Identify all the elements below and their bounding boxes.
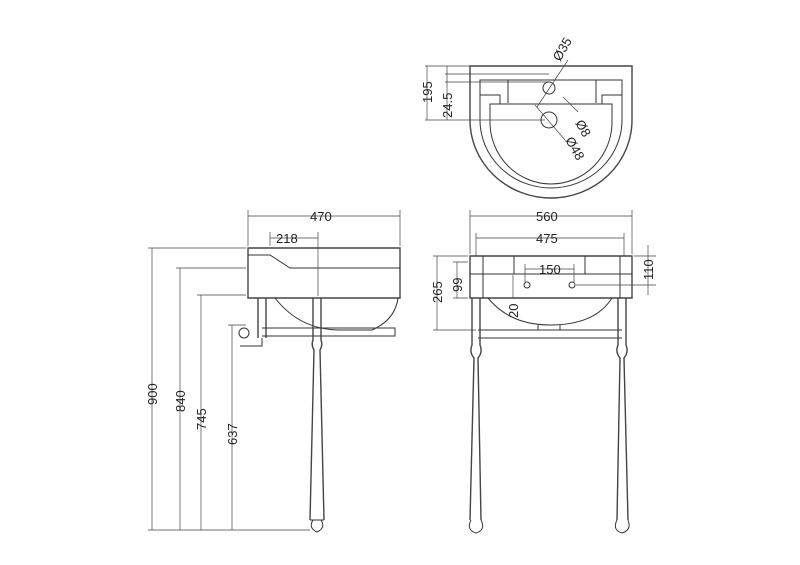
dim-20: 20 [506, 304, 521, 318]
dim-waste: Ø48 [562, 134, 587, 163]
dim-195: 195 [420, 81, 435, 103]
dim-150: 150 [539, 262, 561, 277]
dim-24-5: 24.5 [440, 93, 455, 118]
dim-840: 840 [173, 390, 188, 412]
dim-637: 637 [225, 423, 240, 445]
plan-view: 195 24.5 Ø35 Ø8 Ø48 [420, 35, 633, 199]
dim-218: 218 [276, 231, 298, 246]
dim-745: 745 [194, 408, 209, 430]
dim-110: 110 [641, 259, 656, 280]
dim-265: 265 [430, 281, 445, 303]
side-view: 470 218 900 840 745 637 [145, 209, 401, 533]
dim-470: 470 [310, 209, 332, 224]
dim-560: 560 [536, 209, 558, 224]
front-view: 560 475 150 265 99 110 20 [430, 209, 656, 534]
dim-99: 99 [450, 278, 465, 292]
tap-hole [542, 81, 556, 95]
dim-900: 900 [145, 383, 160, 405]
dim-tap-hole: Ø35 [550, 35, 575, 64]
dim-475: 475 [536, 231, 558, 246]
